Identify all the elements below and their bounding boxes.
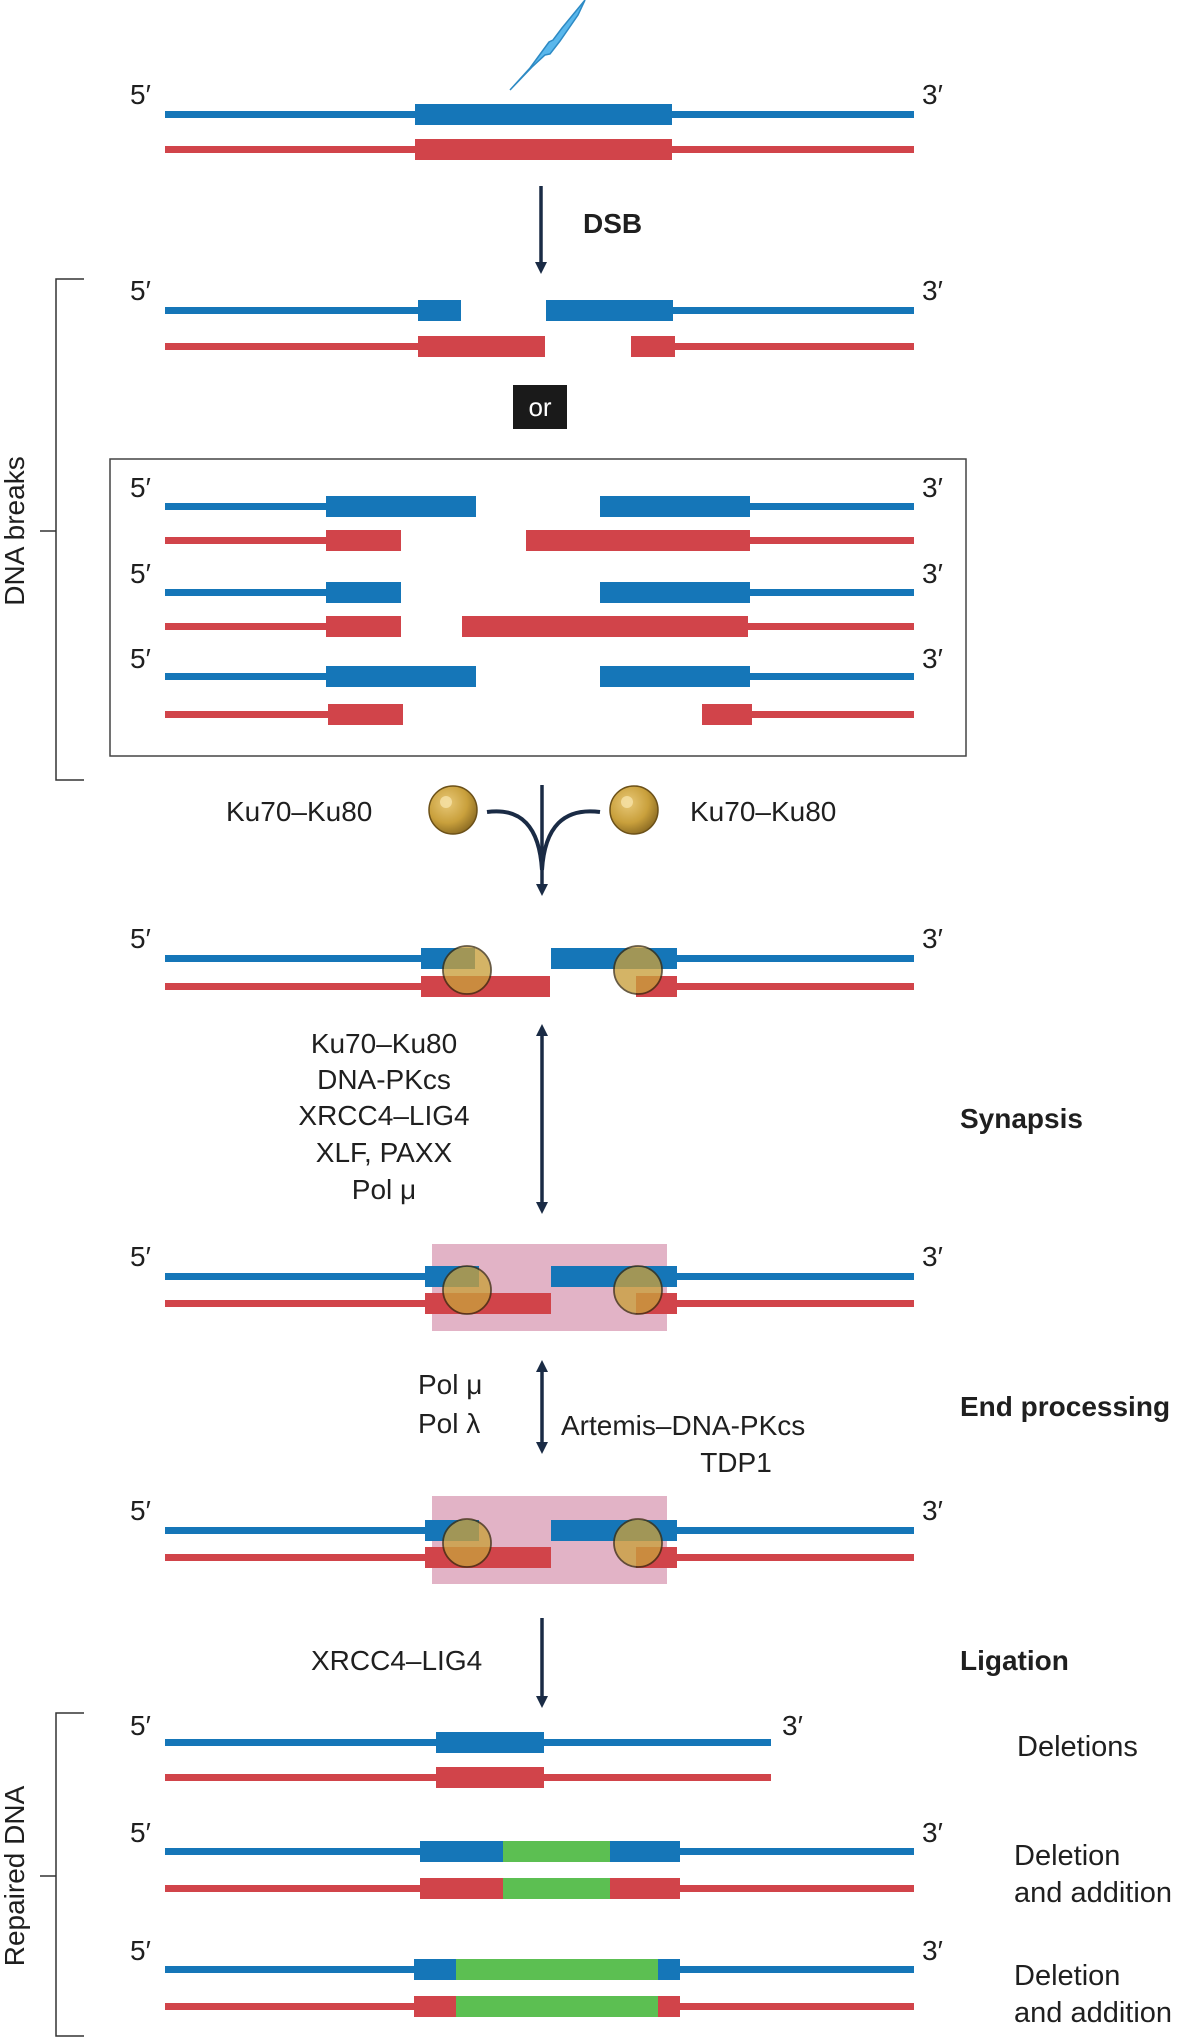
- svg-text:and addition: and addition: [1014, 1997, 1172, 2029]
- end-processing-factors: Pol μ Pol λ Artemis–DNA-PKcs TDP1: [418, 1369, 805, 1478]
- intact-dna: 5′ 3′: [130, 0, 943, 160]
- svg-text:5′: 5′: [130, 1817, 151, 1848]
- ku-left-label: Ku70–Ku80: [226, 796, 372, 827]
- svg-text:Deletion: Deletion: [1014, 1840, 1120, 1872]
- ku-bead-icon: [442, 1265, 492, 1315]
- svg-text:Deletion: Deletion: [1014, 1960, 1120, 1992]
- svg-text:XRCC4–LIG4: XRCC4–LIG4: [298, 1100, 469, 1131]
- svg-text:3′: 3′: [922, 275, 943, 306]
- svg-text:3′: 3′: [922, 558, 943, 589]
- svg-text:5′: 5′: [130, 643, 151, 674]
- svg-text:3′: 3′: [922, 643, 943, 674]
- five-prime-label: 5′: [130, 79, 151, 110]
- or-label: or: [528, 392, 551, 422]
- or-box: [513, 385, 567, 429]
- outcome-deletion-addition-1: 5′ 3′ Deletion and addition: [130, 1817, 1172, 1909]
- svg-text:5′: 5′: [130, 558, 151, 589]
- svg-text:5′: 5′: [130, 472, 151, 503]
- ku-bead-icon: [442, 945, 492, 995]
- svg-text:5′: 5′: [130, 1935, 151, 1966]
- svg-text:3′: 3′: [922, 923, 943, 954]
- ku-right-label: Ku70–Ku80: [690, 796, 836, 827]
- svg-text:TDP1: TDP1: [700, 1447, 772, 1478]
- svg-text:Artemis–DNA-PKcs: Artemis–DNA-PKcs: [561, 1410, 805, 1441]
- break-variants-box: [109, 458, 967, 757]
- svg-text:5′: 5′: [130, 1241, 151, 1272]
- dsb-label: DSB: [583, 208, 642, 239]
- svg-text:3′: 3′: [922, 1935, 943, 1966]
- ku-recruitment: Ku70–Ku80 Ku70–Ku80: [226, 785, 836, 896]
- ku-bead-icon: [613, 945, 663, 995]
- svg-text:3′: 3′: [782, 1710, 803, 1741]
- dna-breaks-bracket: DNA breaks: [0, 278, 84, 781]
- ligation-factor: XRCC4–LIG4: [311, 1645, 482, 1676]
- synapsis-factors: Ku70–Ku80 DNA-PKcs XRCC4–LIG4 XLF, PAXX …: [298, 1028, 469, 1205]
- ku-bound-dna: 5′ 3′: [130, 923, 943, 997]
- break-row-1: 5′ 3′: [130, 275, 943, 357]
- ku-bead-icon: [609, 785, 659, 835]
- svg-text:and addition: and addition: [1014, 1877, 1172, 1909]
- outcome-deletions: 5′ 3′ Deletions: [130, 1710, 1138, 1788]
- svg-text:Pol μ: Pol μ: [418, 1369, 482, 1400]
- processed-complex: 5′ 3′: [130, 1495, 943, 1584]
- deletions-label: Deletions: [1017, 1731, 1138, 1763]
- three-prime-label: 3′: [922, 79, 943, 110]
- svg-text:Ku70–Ku80: Ku70–Ku80: [311, 1028, 457, 1059]
- outcome-deletion-addition-2: 5′ 3′ Deletion and addition: [130, 1935, 1172, 2029]
- synapsis-step: Synapsis: [960, 1103, 1083, 1134]
- bottom-strand-region: [415, 139, 672, 160]
- svg-text:3′: 3′: [922, 472, 943, 503]
- ligation-step: Ligation: [960, 1645, 1069, 1676]
- repaired-dna-label: Repaired DNA: [0, 1785, 30, 1966]
- end-processing-step: End processing: [960, 1391, 1170, 1422]
- top-strand-region: [415, 104, 672, 125]
- svg-text:Pol λ: Pol λ: [418, 1408, 480, 1439]
- synaptic-complex: 5′ 3′: [130, 1241, 943, 1331]
- svg-text:5′: 5′: [130, 1495, 151, 1526]
- ku-bead-icon: [442, 1518, 492, 1568]
- svg-text:3′: 3′: [922, 1241, 943, 1272]
- svg-text:5′: 5′: [130, 275, 151, 306]
- svg-text:5′: 5′: [130, 1710, 151, 1741]
- ku-bead-icon: [613, 1518, 663, 1568]
- svg-text:DNA-PKcs: DNA-PKcs: [317, 1064, 451, 1095]
- svg-text:5′: 5′: [130, 923, 151, 954]
- lightning-bolt-icon: [509, 0, 586, 91]
- dna-breaks-label: DNA breaks: [0, 456, 30, 605]
- svg-text:3′: 3′: [922, 1817, 943, 1848]
- svg-text:3′: 3′: [922, 1495, 943, 1526]
- repaired-dna-bracket: Repaired DNA: [0, 1712, 84, 2037]
- svg-text:XLF, PAXX: XLF, PAXX: [316, 1137, 453, 1168]
- svg-text:Pol μ: Pol μ: [352, 1174, 416, 1205]
- ku-bead-icon: [613, 1265, 663, 1315]
- break-variants: 5′ 3′ 5′ 3′ 5′ 3′: [130, 472, 943, 725]
- ku-bead-icon: [428, 785, 478, 835]
